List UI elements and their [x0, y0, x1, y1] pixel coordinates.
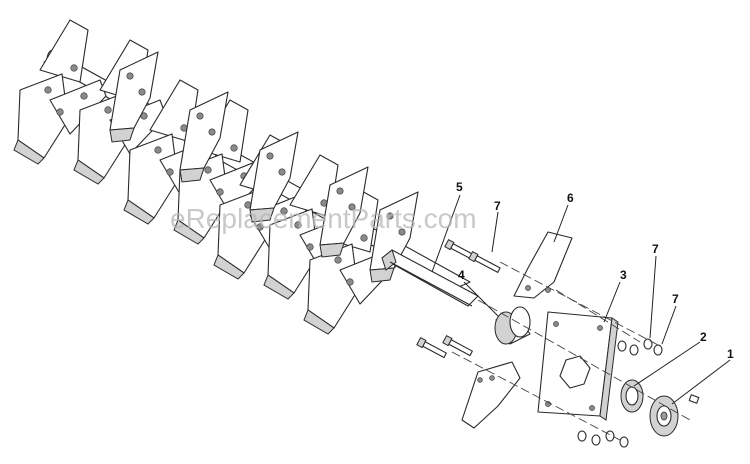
paddle-reel-assembly	[13, 19, 419, 335]
callout-6: 6	[567, 191, 574, 205]
bearing-plate-part-3	[537, 311, 619, 421]
callout-4: 4	[458, 268, 465, 282]
callout-7b: 7	[652, 242, 659, 256]
callout-7a: 7	[494, 199, 501, 213]
bolts-part-7	[416, 238, 501, 359]
bearing-part-2	[620, 379, 644, 413]
callout-3: 3	[620, 268, 627, 282]
watermark: eReplacementParts.com	[170, 203, 477, 234]
blade-lower	[461, 361, 521, 429]
blade-part-6	[513, 231, 573, 299]
assembly-lines	[451, 261, 691, 441]
leader-lines	[431, 194, 731, 405]
bearing-flange-part-1	[649, 394, 700, 437]
callout-5: 5	[456, 180, 463, 194]
spacer-bushing-part-4	[494, 306, 531, 345]
callout-2: 2	[700, 330, 707, 344]
callout-7c: 7	[672, 292, 679, 306]
callout-1: 1	[727, 347, 734, 361]
